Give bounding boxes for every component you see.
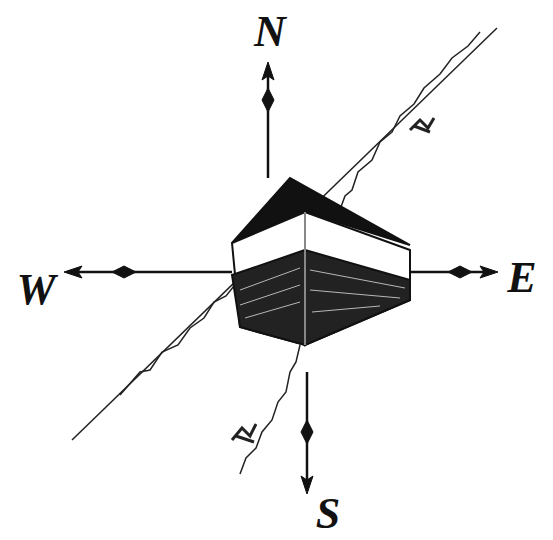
compass-letter: E (507, 256, 536, 300)
rock-block (232, 178, 410, 345)
compass-letter: N (254, 10, 286, 54)
contact-line (120, 286, 234, 395)
sketch-mark (232, 424, 256, 442)
sketch-mark (410, 118, 434, 132)
compass-letter: W (16, 268, 55, 312)
compass-arrows (64, 62, 498, 494)
contact-line (338, 32, 480, 215)
strike-line (72, 28, 497, 440)
contact-line (240, 345, 300, 474)
compass-letter: S (316, 492, 340, 536)
